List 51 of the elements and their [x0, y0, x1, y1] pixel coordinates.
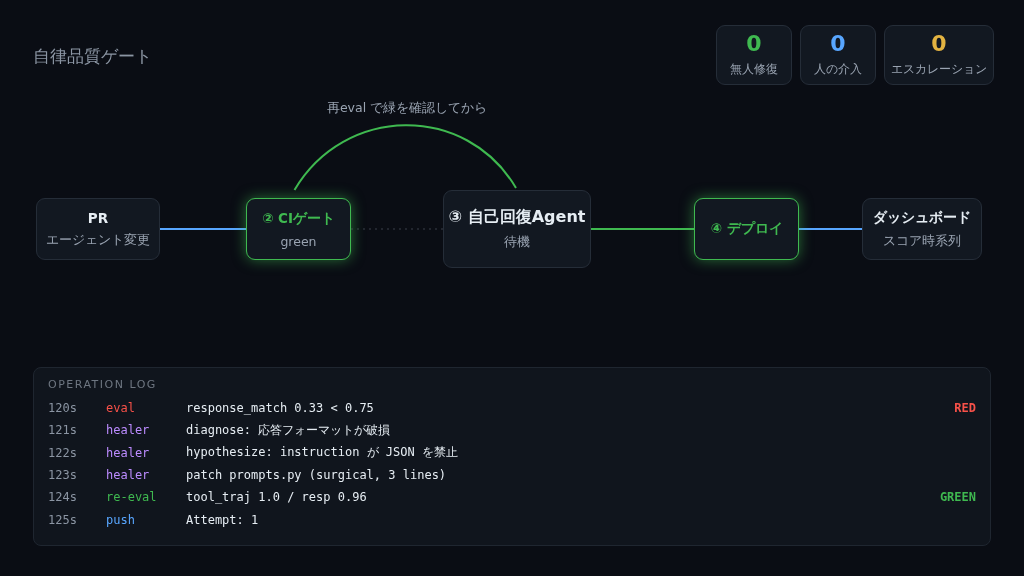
- node-title: ② CIゲート: [261, 209, 336, 228]
- log-time: 121s: [48, 423, 78, 438]
- log-source: re-eval: [106, 490, 158, 505]
- process-box: [443, 190, 591, 268]
- stat-value: 0: [931, 32, 947, 55]
- node-subtitle: スコア時系列: [883, 232, 961, 250]
- log-status: RED: [954, 401, 976, 416]
- node-title: ④ デプロイ: [710, 220, 783, 238]
- log-message: response_match 0.33 < 0.75: [186, 401, 375, 416]
- log-source: healer: [106, 445, 151, 460]
- stat-card: [800, 25, 876, 85]
- connector-line: [798, 228, 863, 230]
- log-source: healer: [106, 468, 151, 483]
- log-message: Attempt: 1: [186, 512, 260, 527]
- panel-heading: OPERATION LOG: [48, 378, 158, 391]
- log-message: tool_traj 1.0 / resp 0.96: [186, 490, 368, 505]
- process-box: [862, 198, 982, 260]
- log-time: 125s: [48, 512, 78, 527]
- log-time: 122s: [48, 445, 78, 460]
- stat-card: [884, 25, 994, 85]
- log-panel: [33, 367, 991, 546]
- node-subtitle: 待機: [504, 234, 530, 251]
- log-status: GREEN: [939, 490, 976, 505]
- node-subtitle: green: [280, 233, 317, 249]
- edge-label: 再eval で緑を確認してから: [325, 100, 489, 117]
- node-title: ダッシュボード: [873, 208, 971, 227]
- log-message: patch prompts.py (surgical, 3 lines): [186, 468, 448, 483]
- log-source: push: [106, 512, 136, 527]
- log-time: 123s: [48, 468, 78, 483]
- page-title: 自律品質ゲート: [33, 45, 152, 68]
- stat-label: 無人修復: [730, 60, 778, 78]
- connector-line: [590, 228, 695, 230]
- log-source: healer: [106, 423, 151, 438]
- log-source: eval: [106, 401, 136, 416]
- node-title: ③ 自己回復Agent: [448, 207, 586, 228]
- log-time: 120s: [48, 401, 78, 416]
- log-message: diagnose: 応答フォーマットが破損: [186, 421, 392, 439]
- stat-card: [716, 25, 792, 85]
- stat-value: 0: [746, 32, 762, 55]
- stat-value: 0: [830, 32, 846, 55]
- log-time: 124s: [48, 490, 78, 505]
- node-title: PR: [87, 209, 109, 226]
- log-message: hypothesize: instruction が JSON を禁止: [186, 444, 459, 462]
- stat-label: 人の介入: [814, 60, 862, 78]
- stat-label: エスカレーション: [891, 60, 987, 78]
- process-box: [36, 198, 160, 260]
- process-box: [694, 198, 799, 260]
- connector-line: [159, 228, 247, 230]
- node-subtitle: エージェント変更: [46, 231, 150, 249]
- process-box: [246, 198, 351, 260]
- connector-line: [293, 124, 517, 191]
